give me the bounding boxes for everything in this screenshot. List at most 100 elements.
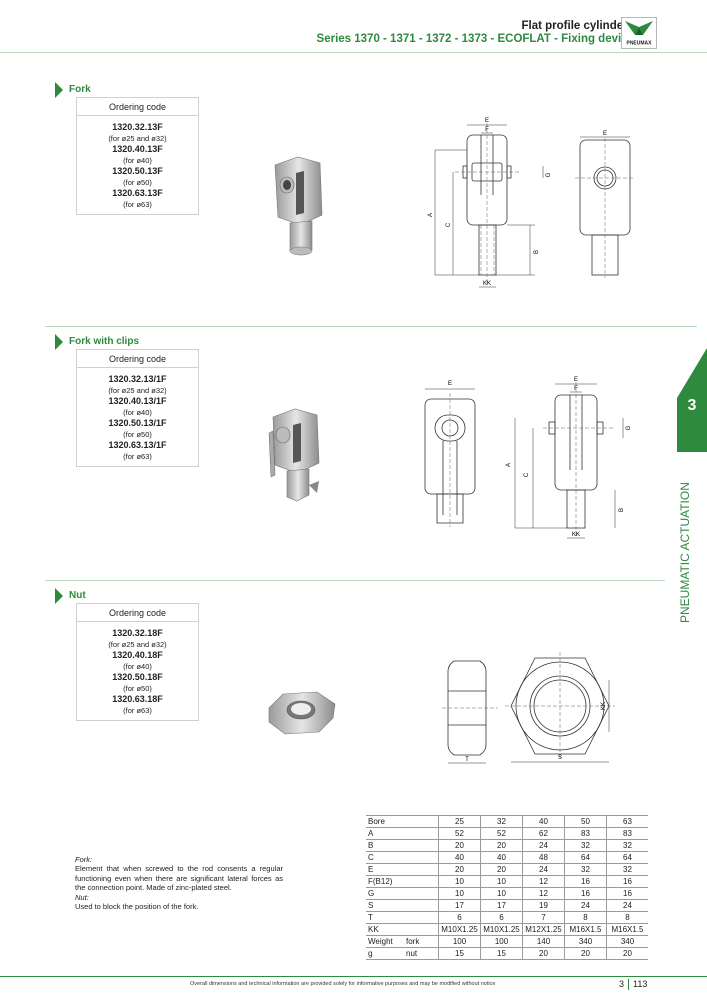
table-cell: 6 [438,911,481,924]
section-marker-icon [55,588,63,604]
ordering-code: 1320.40.13/1F [108,396,167,406]
table-cell: 16 [564,887,607,900]
row-sublabel [404,863,439,876]
fork-front-drawing: E [575,131,635,278]
dim-label: F [485,127,489,133]
footer-divider [0,976,707,977]
dim-label: E [448,381,452,387]
table-cell: 340 [564,935,607,948]
row-sublabel: nut [404,947,439,960]
ordering-code: 1320.63.18F [112,694,163,704]
dim-label: C [446,222,452,227]
dim-label: G [626,425,632,430]
nut-side-drawing: T [442,660,498,764]
section-divider [45,580,665,581]
table-cell: 20 [480,863,523,876]
ordering-code: 1320.32.18F [112,628,163,638]
table-cell: 40 [480,851,523,864]
chapter-number-footer: 3 [619,979,625,989]
desc-nut-label: Nut: [75,892,89,902]
ordering-code: 1320.40.13F [112,144,163,154]
table-cell: 20 [438,863,481,876]
page-number: 113 [633,979,648,989]
ordering-code: 1320.32.13/1F [108,374,167,384]
ordering-code: 1320.40.18F [112,650,163,660]
ordering-head: Ordering code [77,350,198,368]
section-marker-icon [55,82,63,98]
row-label: KK [366,923,404,936]
dim-label: E [485,118,489,124]
table-cell: 10 [480,875,523,888]
table-cell: M10X1.25 [438,923,481,936]
table-cell: 15 [480,947,523,960]
table-cell: 24 [606,899,648,912]
section-title-fork: Fork [69,84,91,95]
ordering-box-fork-clips: Ordering code 1320.32.13/1F (for ø25 and… [76,349,199,467]
dim-label: G [546,172,552,177]
table-cell: 25 [438,815,481,828]
ordering-note: (for ø50) [123,430,152,439]
table-cell: 12 [522,875,565,888]
dim-label: S [558,755,562,761]
table-cell: 32 [606,863,648,876]
section-title-fork-clips: Fork with clips [69,336,140,347]
table-cell: 62 [522,827,565,840]
row-label: g [366,947,404,960]
table-cell: 340 [606,935,648,948]
table-cell: 64 [606,851,648,864]
row-sublabel [404,923,439,936]
table-cell: 8 [606,911,648,924]
table-cell: 12 [522,887,565,900]
row-label: C [366,851,404,864]
table-cell: M16X1.5 [606,923,648,936]
table-cell: 32 [564,863,607,876]
ordering-box-nut: Ordering code 1320.32.18F (for ø25 and ø… [76,603,199,721]
fork-clips-photo [268,408,320,502]
ordering-note: (for ø63) [123,200,152,209]
section-title-nut: Nut [69,590,86,601]
row-sublabel: fork [404,935,439,948]
table-cell: 32 [606,839,648,852]
page-title: Flat profile cylinders [521,20,634,32]
fork-side-drawing: E F A C B G KK [428,118,552,288]
nut-front-drawing: S KK [505,652,615,763]
table-cell: 20 [480,839,523,852]
row-label: G [366,887,404,900]
table-cell: 8 [564,911,607,924]
table-cell: 100 [480,935,523,948]
footer-note: Overall dimensions and technical informa… [190,981,496,987]
chapter-number: 3 [688,397,697,414]
table-cell: 16 [564,875,607,888]
row-sublabel [404,875,439,888]
table-cell: 52 [480,827,523,840]
table-cell: 24 [522,839,565,852]
row-label: F(B12) [366,875,404,888]
row-label: Bore [366,815,404,828]
chapter-label: PNEUMATIC ACTUATION [678,455,692,623]
table-cell: 20 [522,947,565,960]
ordering-code: 1320.50.18F [112,672,163,682]
ordering-note: (for ø40) [123,156,152,165]
dim-label: T [465,757,469,763]
table-cell: 17 [438,899,481,912]
table-cell: M16X1.5 [564,923,607,936]
ordering-note: (for ø63) [123,452,152,461]
table-cell: 63 [606,815,648,828]
nut-photo [268,691,336,735]
fork-clips-front-drawing: E [424,381,476,527]
ordering-note: (for ø25 and ø32) [108,386,167,395]
row-label: Weight [366,935,404,948]
table-cell: 17 [480,899,523,912]
table-cell: 6 [480,911,523,924]
ordering-head: Ordering code [77,98,198,116]
